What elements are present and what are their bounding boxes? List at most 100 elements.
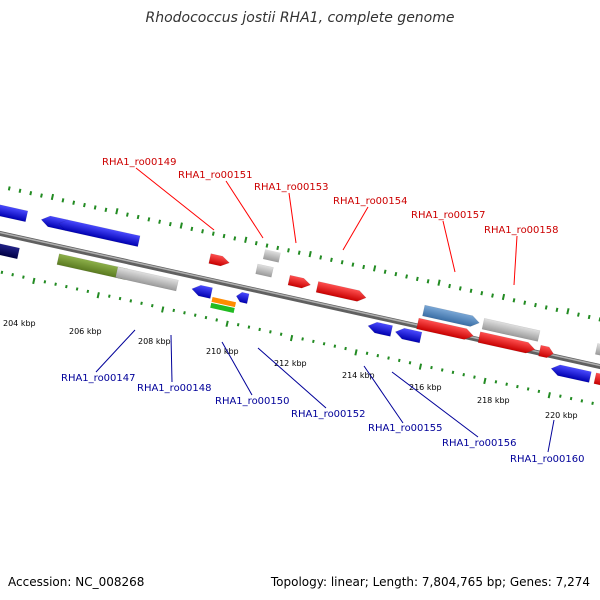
gene-label-ro00157[interactable]: RHA1_ro00157 — [411, 210, 486, 221]
gene-feature-ro00153[interactable] — [287, 274, 312, 290]
gene-feature-ro00149[interactable] — [208, 253, 231, 268]
gene-feature-ro00157[interactable] — [422, 304, 480, 328]
minor-tick — [577, 312, 580, 317]
minor-tick — [469, 288, 473, 293]
gene-label-ro00150[interactable]: RHA1_ro00150 — [215, 396, 290, 407]
gene-feature-ro00143[interactable] — [0, 236, 20, 260]
gene-label-ro00153[interactable]: RHA1_ro00153 — [254, 182, 329, 193]
minor-tick — [108, 294, 111, 298]
accession-text: Accession: NC_008268 — [8, 575, 144, 589]
gene-feature-small-green[interactable] — [210, 302, 235, 313]
minor-tick — [480, 291, 484, 296]
scale-labels: 204 kbp 206 kbp 208 kbp 210 kbp 212 kbp … — [3, 319, 578, 420]
major-tick — [437, 279, 441, 286]
minor-tick — [65, 284, 68, 289]
callout-line — [95, 329, 136, 373]
minor-tick — [394, 271, 398, 277]
gene-feature-ro00151[interactable] — [255, 263, 274, 278]
minor-tick — [190, 226, 194, 232]
gene-label-ro00156[interactable]: RHA1_ro00156 — [442, 438, 517, 449]
gene-feature-ro00158b[interactable] — [477, 331, 536, 355]
gene-feature-ro00145[interactable] — [40, 214, 69, 231]
map-track — [0, 186, 600, 405]
callout-line — [513, 235, 518, 286]
gene-label-ro00160[interactable]: RHA1_ro00160 — [510, 454, 585, 465]
gene-feature-ro00158[interactable] — [481, 318, 541, 342]
gene-label-ro00148[interactable]: RHA1_ro00148 — [137, 383, 212, 394]
minor-tick — [297, 250, 301, 255]
gene-feature-ro00148[interactable] — [115, 266, 179, 292]
minor-tick — [118, 296, 122, 301]
minor-tick — [462, 373, 466, 377]
gene-feature-ro00159b[interactable] — [538, 344, 555, 359]
minor-tick — [75, 287, 79, 291]
minor-tick — [254, 241, 258, 246]
major-tick — [566, 308, 570, 315]
minor-tick — [387, 356, 390, 360]
minor-tick — [405, 274, 409, 279]
minor-tick — [322, 342, 326, 346]
gene-features — [0, 199, 600, 388]
major-tick — [483, 377, 487, 385]
major-tick — [289, 334, 294, 342]
top-tick-row — [7, 186, 600, 322]
genome-backbone — [0, 219, 600, 381]
minor-tick — [136, 214, 140, 220]
gene-label-ro00149[interactable]: RHA1_ro00149 — [102, 157, 177, 168]
minor-tick — [526, 387, 530, 391]
scale-label: 206 kbp — [69, 327, 102, 336]
top-gene-labels: RHA1_ro00149 RHA1_ro00151 RHA1_ro00153 R… — [102, 157, 559, 286]
gene-feature-ro00157b[interactable] — [416, 317, 475, 341]
gene-feature-ro00152[interactable] — [235, 291, 250, 304]
minor-tick — [505, 382, 508, 386]
minor-tick — [18, 188, 22, 193]
major-tick — [225, 320, 229, 327]
gene-label-ro00151[interactable]: RHA1_ro00151 — [178, 170, 253, 181]
gene-label-ro00155[interactable]: RHA1_ro00155 — [368, 423, 443, 434]
gene-feature-ro00150[interactable] — [191, 283, 213, 299]
gene-feature-ro00154[interactable] — [315, 281, 367, 304]
minor-tick — [61, 198, 65, 203]
minor-tick — [104, 207, 108, 213]
minor-tick — [580, 399, 584, 403]
gene-feature-ro00161[interactable] — [593, 372, 600, 388]
callout-line — [257, 347, 327, 409]
major-tick — [96, 292, 100, 299]
major-tick — [50, 193, 55, 201]
gene-feature-small-orange[interactable] — [211, 297, 237, 308]
minor-tick — [211, 231, 215, 236]
major-tick — [372, 265, 377, 272]
gene-label-ro00147[interactable]: RHA1_ro00147 — [61, 373, 136, 384]
minor-tick — [40, 193, 43, 198]
minor-tick — [287, 248, 290, 253]
gene-feature-ro00146[interactable] — [58, 218, 141, 247]
major-tick — [547, 392, 551, 399]
gene-feature-ro00159[interactable] — [594, 343, 600, 359]
minor-tick — [333, 344, 337, 348]
gene-feature-ro00144[interactable] — [0, 199, 29, 223]
minor-tick — [383, 269, 387, 274]
minor-tick — [448, 283, 451, 289]
minor-tick — [330, 257, 333, 263]
minor-tick — [54, 282, 57, 286]
minor-tick — [544, 305, 548, 310]
gene-label-ro00152[interactable]: RHA1_ro00152 — [291, 409, 366, 420]
gene-feature-ro00160[interactable] — [550, 363, 592, 383]
minor-tick — [168, 221, 172, 227]
minor-tick — [72, 200, 76, 205]
minor-tick — [494, 380, 498, 384]
minor-tick — [319, 255, 323, 260]
gene-feature-ro00156[interactable] — [394, 327, 423, 344]
gene-feature-ro00155[interactable] — [367, 320, 393, 337]
gene-label-ro00158[interactable]: RHA1_ro00158 — [484, 225, 559, 236]
minor-tick — [397, 358, 401, 363]
minor-tick — [193, 313, 197, 317]
minor-tick — [236, 323, 240, 327]
minor-tick — [340, 260, 344, 265]
gene-callouts: 204 kbp 206 kbp 208 kbp 210 kbp 212 kbp … — [3, 157, 585, 465]
scale-label: 212 kbp — [274, 359, 307, 368]
gene-feature-grey-box[interactable] — [262, 249, 281, 263]
callout-line — [170, 334, 173, 383]
gene-label-ro00154[interactable]: RHA1_ro00154 — [333, 196, 408, 207]
minor-tick — [559, 394, 562, 398]
